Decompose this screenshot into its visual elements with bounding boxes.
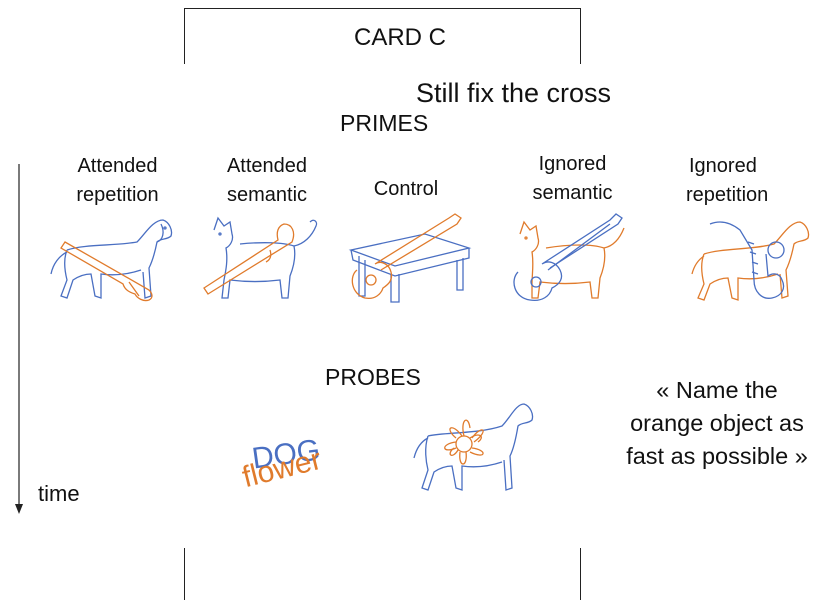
- task-instruction: « Name the orange object as fast as poss…: [606, 374, 823, 473]
- prime-image-dog-violin: [50, 219, 173, 302]
- prime-image-dog-saxophone: [691, 221, 810, 301]
- card-frame-left-top: [184, 8, 185, 64]
- prime-label-line2: repetition: [76, 184, 159, 206]
- prime-label-line1: Control: [373, 178, 439, 200]
- prime-label-attended-semantic: Attended semantic: [207, 152, 327, 210]
- prime-label-line1: Ignored: [538, 153, 607, 175]
- probes-heading: PROBES: [325, 364, 421, 390]
- time-axis-arrow: [15, 164, 23, 514]
- prime-image-table-guitar: [348, 213, 472, 303]
- task-instruction-line1: « Name the: [656, 377, 778, 403]
- task-instruction-line2: orange object as: [630, 410, 804, 436]
- card-frame-right-top: [580, 8, 581, 64]
- prime-label-line1: Ignored: [689, 155, 757, 177]
- instruction-fix-cross: Still fix the cross: [416, 78, 612, 108]
- card-frame-top: [184, 8, 580, 9]
- prime-label-line1: Attended: [226, 155, 308, 177]
- primes-heading: PRIMES: [340, 110, 429, 136]
- prime-label-line2: semantic: [226, 184, 308, 206]
- time-label: time: [38, 481, 80, 506]
- probe-image-dog-flower: [413, 403, 534, 491]
- card-frame-left-bottom: [184, 548, 185, 600]
- prime-label-attended-repetition: Attended repetition: [55, 152, 180, 210]
- prime-image-cat-violin: [203, 216, 318, 299]
- prime-label-ignored-repetition: Ignored repetition: [686, 152, 816, 210]
- card-frame-right-bottom: [580, 548, 581, 600]
- card-title: CARD C: [353, 24, 446, 51]
- prime-label-line1: Attended: [77, 155, 158, 177]
- prime-label-ignored-semantic: Ignored semantic: [510, 150, 635, 208]
- prime-label-line2: semantic: [532, 182, 613, 204]
- task-instruction-line3: fast as possible »: [626, 443, 808, 469]
- probe-word-stimulus: DOG flower: [230, 433, 350, 498]
- prime-label-control: Control: [350, 175, 462, 204]
- prime-label-line2: repetition: [686, 184, 769, 206]
- prime-image-cat-guitar: [513, 213, 625, 302]
